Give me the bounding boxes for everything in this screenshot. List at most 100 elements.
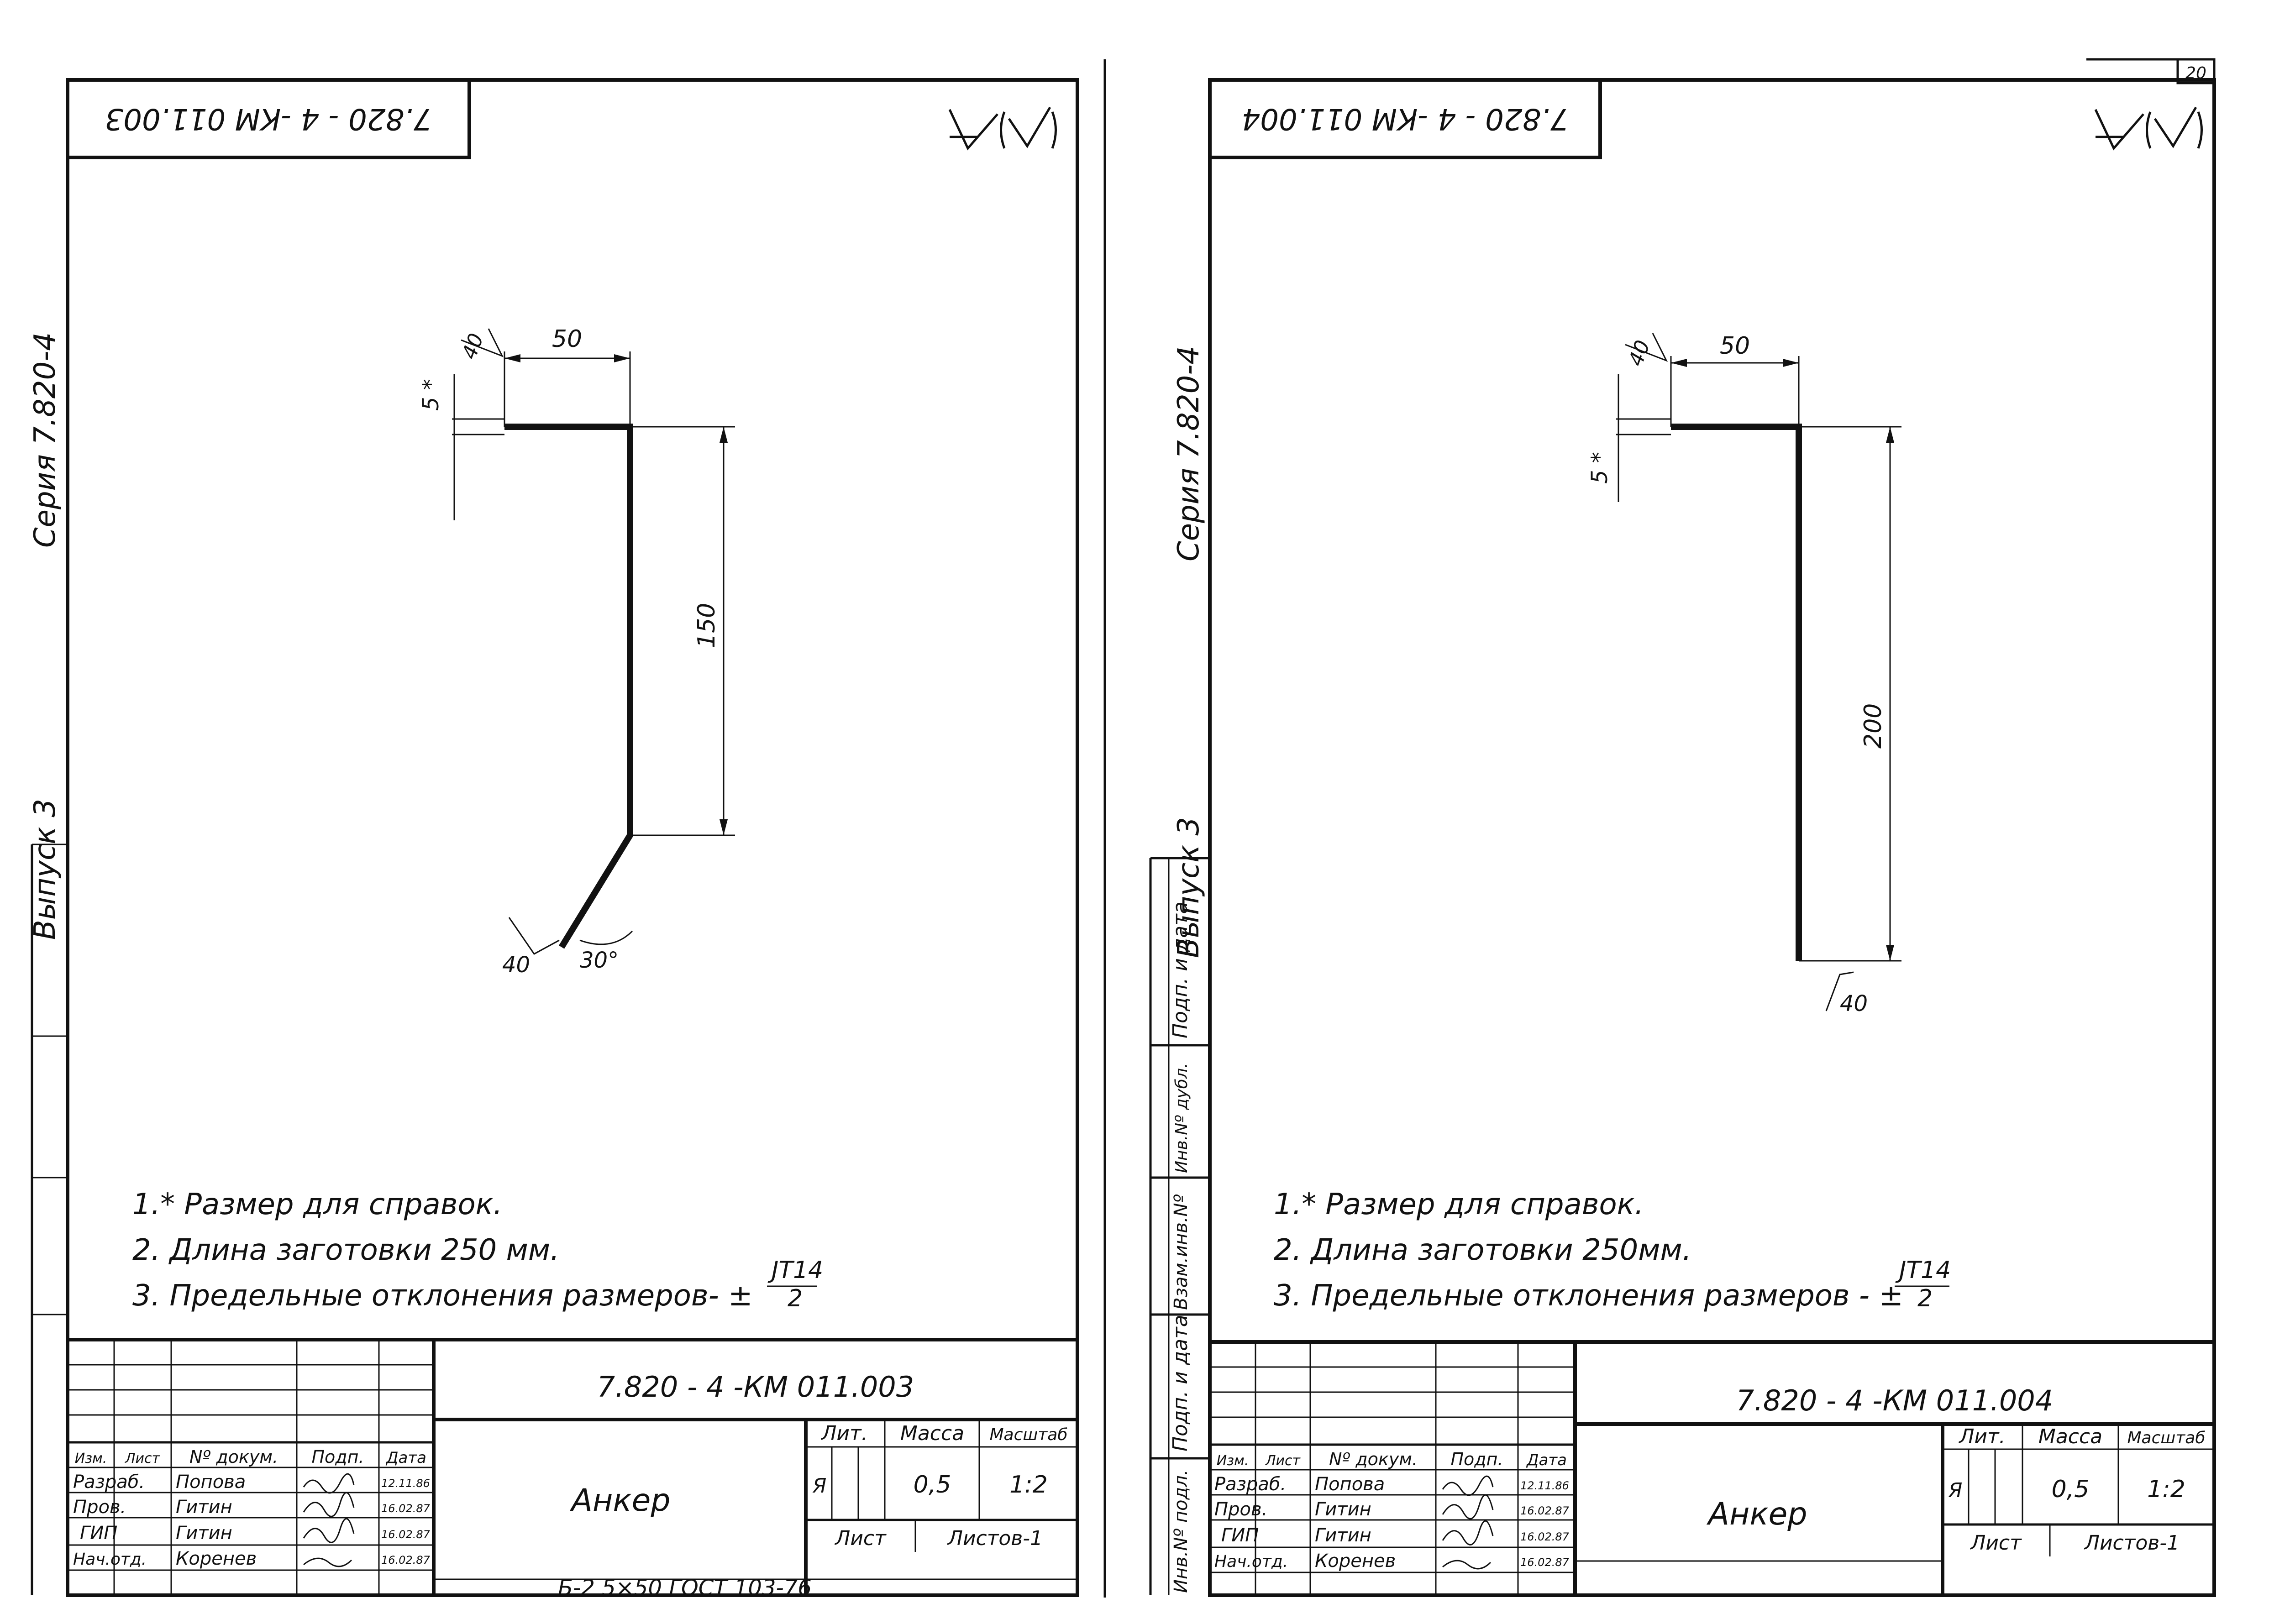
left-dim-roughness-top: 40 (457, 330, 488, 362)
left-dim-ref: 5 * (418, 379, 444, 411)
left-lit: Я (812, 1474, 827, 1498)
left-list-label: Лист (834, 1527, 887, 1550)
margin-vzam-inv: Взам.инв.Nº (1171, 1194, 1192, 1310)
right-head-data: Дата (1526, 1451, 1567, 1469)
left-row-date: 12.11.86 (381, 1477, 430, 1490)
right-head-podp: Подп. (1450, 1449, 1503, 1469)
right-row-name: Гитин (1315, 1525, 1371, 1546)
left-row-role: Пров. (73, 1497, 126, 1518)
left-rotated-code: 7.820 - 4 -КМ 011.003 (105, 102, 432, 136)
right-list-label: Лист (1970, 1531, 2022, 1555)
left-head-masshtab: Масштаб (989, 1425, 1067, 1444)
margin-podp-data-2: Подп. и дата (1169, 1315, 1192, 1451)
left-anchor-part: 50 40 5 * 150 40 30° (418, 325, 735, 978)
left-head-izm: Изм. (75, 1451, 107, 1467)
right-row-date: 16.02.87 (1520, 1504, 1570, 1517)
margin-inv-dubl: Инв.Nº дубл. (1172, 1063, 1191, 1173)
left-side-series: Серия 7.820-4 (28, 332, 62, 548)
right-margin-strip: Взам.инв.Nº Инв.Nº дубл. Подп. и дата По… (1149, 857, 1210, 1595)
right-row-name: Попова (1315, 1474, 1385, 1495)
right-rotated-code: 7.820 - 4 -КМ 011.004 (1242, 102, 1569, 136)
left-row-role: Нач.отд. (73, 1550, 147, 1569)
signature-icon (1442, 1475, 1494, 1570)
right-head-massa: Масса (2038, 1425, 2102, 1448)
left-side-issue: Выпуск 3 (28, 799, 62, 940)
right-head-izm: Изм. (1217, 1453, 1249, 1469)
left-stamp-box (66, 78, 471, 159)
right-row-name: Коренев (1315, 1551, 1396, 1572)
right-note-3: 3. Предельные отклонения размеров - ± (1274, 1279, 1903, 1313)
right-row-date: 16.02.87 (1520, 1556, 1570, 1569)
right-masshtab: 1:2 (2147, 1476, 2185, 1503)
right-part-name: Анкер (1706, 1496, 1807, 1532)
left-masshtab: 1:2 (1009, 1471, 1048, 1498)
right-row-role: Нач.отд. (1214, 1552, 1288, 1571)
left-row-name: Гитин (176, 1497, 232, 1518)
right-row-date: 12.11.86 (1520, 1479, 1569, 1492)
left-row-date: 16.02.87 (381, 1554, 431, 1566)
right-dim-ref: 5 * (1587, 452, 1612, 484)
right-head-lit: Лит. (1958, 1425, 2005, 1448)
left-frame (66, 78, 1079, 1597)
left-head-massa: Масса (900, 1422, 964, 1445)
right-row-role: Пров. (1214, 1499, 1267, 1520)
right-row-role: Разраб. (1214, 1474, 1286, 1495)
left-head-doc: Nº докум. (189, 1447, 278, 1467)
left-tolerance-num: JT14 (767, 1257, 823, 1284)
left-note-2: 2. Длина заготовки 250 мм. (132, 1233, 560, 1267)
right-frame (1208, 78, 2216, 1597)
left-massa: 0,5 (914, 1471, 951, 1498)
roughness-symbol-icon (948, 106, 1057, 151)
right-head-doc: Nº докум. (1329, 1449, 1418, 1469)
left-dim-angle: 30° (580, 948, 619, 973)
right-anchor-part: 50 40 5 * 200 40 (1587, 332, 1901, 1016)
left-dim-vertical: 150 (693, 603, 720, 648)
right-dim-roughness-top: 40 (1624, 337, 1654, 369)
right-row-date: 16.02.87 (1520, 1530, 1570, 1543)
right-designation: 7.820 - 4 -КМ 011.004 (1736, 1384, 2053, 1417)
left-head-list: Лист (125, 1451, 161, 1467)
left-head-podp: Подп. (311, 1447, 364, 1467)
left-row-role: Разраб. (73, 1472, 145, 1493)
right-tolerance-den: 2 (1917, 1285, 1933, 1312)
left-note-3: 3. Предельные отклонения размеров- ± (132, 1279, 753, 1313)
right-sheet: 20 7.820 - 4 -КМ 011.004 Серия 7.820-4 В… (1149, 58, 2216, 1597)
left-listov-label: Листов-1 (947, 1527, 1043, 1550)
left-row-date: 16.02.87 (381, 1502, 431, 1515)
left-row-name: Попова (176, 1472, 246, 1493)
left-dim-top: 50 (552, 325, 582, 353)
left-title-block: 7.820 - 4 -КМ 011.003 Анкер Б-2 5×50 ГОС… (68, 1338, 1077, 1601)
right-row-name: Гитин (1315, 1499, 1371, 1520)
right-note-1: 1.* Размер для справок. (1274, 1188, 1644, 1221)
right-massa: 0,5 (2052, 1476, 2090, 1503)
roughness-symbol-icon (2094, 106, 2203, 151)
left-row-role: ГИП (80, 1523, 117, 1544)
left-row-date: 16.02.87 (381, 1528, 431, 1541)
right-side-series: Серия 7.820-4 (1172, 346, 1206, 561)
left-dim-roughness-bottom: 40 (502, 952, 530, 978)
left-head-data: Дата (385, 1449, 426, 1467)
right-row-role: ГИП (1221, 1525, 1259, 1546)
right-side-issue: Выпуск 3 (1172, 817, 1206, 958)
right-tolerance-num: JT14 (1895, 1257, 1951, 1284)
right-note-2: 2. Длина заготовки 250мм. (1274, 1233, 1691, 1267)
right-listov-label: Листов-1 (2084, 1531, 2180, 1555)
right-lit: Я (1948, 1479, 1963, 1502)
sheet-number: 20 (2185, 64, 2206, 83)
right-dim-roughness-bottom: 40 (1840, 991, 1868, 1016)
right-title-block: 7.820 - 4 -КМ 011.004 Анкер Лит. Масса М… (1210, 1340, 2214, 1595)
left-head-lit: Лит. (820, 1422, 867, 1445)
left-note-1: 1.* Размер для справок. (132, 1188, 503, 1221)
right-head-masshtab: Масштаб (2127, 1429, 2205, 1447)
margin-podp-data: Подп. и дата (1169, 901, 1192, 1038)
left-part-name: Анкер (569, 1483, 670, 1519)
right-stamp-box (1208, 78, 1602, 159)
margin-inv-podl: Инв.Nº подл. (1171, 1470, 1192, 1593)
right-dim-vertical: 200 (1859, 703, 1887, 749)
signature-icon (303, 1473, 355, 1567)
right-head-list: Лист (1265, 1453, 1301, 1469)
left-sheet: 7.820 - 4 -КМ 011.003 Серия 7.820-4 Выпу… (28, 59, 1106, 1601)
left-tolerance-den: 2 (788, 1285, 803, 1312)
left-row-name: Гитин (176, 1523, 232, 1544)
